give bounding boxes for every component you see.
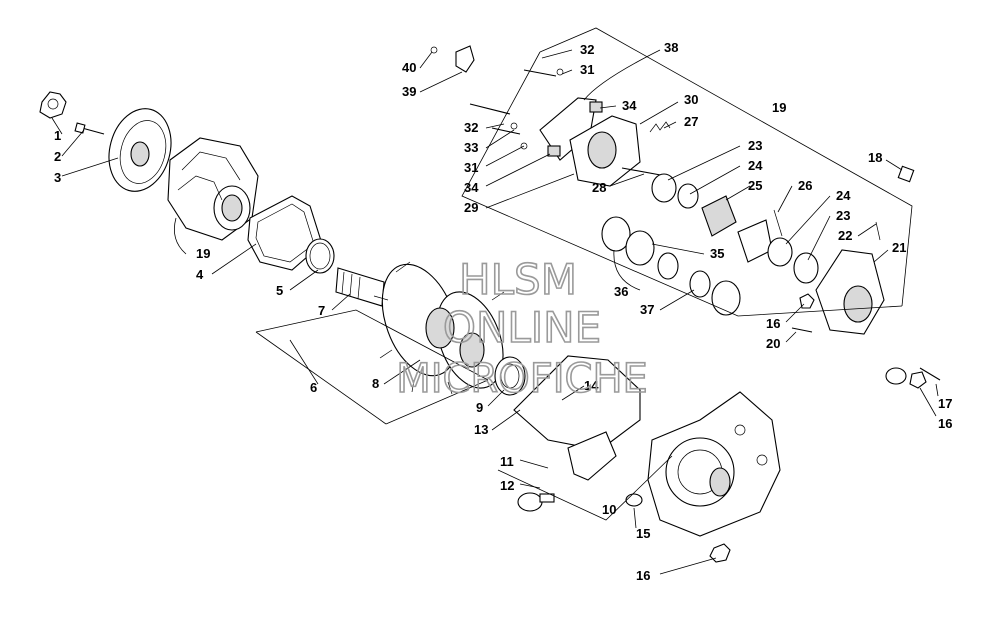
callout-label: 23 bbox=[836, 208, 850, 223]
gear-case-part bbox=[647, 391, 781, 537]
callout-label: 33 bbox=[464, 140, 478, 155]
callout-label: 26 bbox=[798, 178, 812, 193]
callout-label: 3 bbox=[54, 170, 61, 185]
bearing-housing-part bbox=[815, 165, 915, 335]
callout-label: 34 bbox=[464, 180, 479, 195]
clamp-nut-part bbox=[39, 91, 67, 119]
watermark: HLSM ONLINE MICROFICHE bbox=[395, 254, 648, 403]
callout-label: 5 bbox=[276, 283, 283, 298]
sensor-part bbox=[455, 45, 475, 73]
callout-label: 39 bbox=[402, 84, 416, 99]
brake-bearing-part bbox=[651, 173, 699, 209]
leader-lines bbox=[51, 49, 939, 575]
callout-label: 7 bbox=[318, 303, 325, 318]
knob-part bbox=[517, 492, 555, 512]
watermark-line-2: ONLINE bbox=[443, 303, 601, 352]
callout-label: 12 bbox=[500, 478, 514, 493]
callout-label: 25 bbox=[748, 178, 762, 193]
bolt-part bbox=[74, 122, 105, 135]
callout-label: 8 bbox=[372, 376, 379, 391]
callout-label: 15 bbox=[636, 526, 650, 541]
callout-label: 1 bbox=[54, 128, 61, 143]
callout-label: 19 bbox=[196, 246, 210, 261]
callout-label: 16 bbox=[766, 316, 780, 331]
bearings-chain-part bbox=[601, 216, 819, 316]
callout-label: 40 bbox=[402, 60, 416, 75]
sheave-part bbox=[108, 108, 172, 192]
callout-label: 38 bbox=[664, 40, 678, 55]
spring-part bbox=[649, 121, 671, 133]
washer-part bbox=[625, 493, 643, 507]
callout-label: 2 bbox=[54, 149, 61, 164]
bracket-part bbox=[567, 431, 617, 481]
callout-label: 27 bbox=[684, 114, 698, 129]
callout-label: 29 bbox=[464, 200, 478, 215]
watermark-line-3: MICROFICHE bbox=[396, 356, 648, 402]
bearing-part bbox=[494, 356, 526, 396]
callout-label: 14 bbox=[584, 378, 599, 393]
brake-pads-part bbox=[701, 195, 783, 263]
callout-label: 24 bbox=[836, 188, 851, 203]
callout-label: 21 bbox=[892, 240, 906, 255]
clutch-housing-part bbox=[167, 137, 259, 241]
callout-label: 4 bbox=[196, 267, 204, 282]
callout-label: 11 bbox=[500, 454, 514, 469]
callout-label: 24 bbox=[748, 158, 763, 173]
callout-label: 20 bbox=[766, 336, 780, 351]
callout-label: 23 bbox=[748, 138, 762, 153]
callout-label: 28 bbox=[592, 180, 606, 195]
callout-label: 13 bbox=[474, 422, 488, 437]
drive-sprocket-part bbox=[373, 261, 505, 395]
callout-label: 19 bbox=[772, 100, 786, 115]
spacer-part bbox=[547, 101, 603, 157]
callout-label: 9 bbox=[476, 400, 483, 415]
callout-label: 17 bbox=[938, 396, 952, 411]
callout-label: 32 bbox=[580, 42, 594, 57]
callout-label: 10 bbox=[602, 502, 616, 517]
gear-case-gasket-part bbox=[513, 355, 641, 451]
callout-label: 34 bbox=[622, 98, 637, 113]
watermark-line-1: HLSM bbox=[459, 255, 577, 304]
callout-label: 22 bbox=[838, 228, 852, 243]
callout-label: 16 bbox=[636, 568, 650, 583]
callout-label: 36 bbox=[614, 284, 628, 299]
o-ring-part bbox=[305, 238, 335, 274]
nut-part bbox=[709, 543, 731, 563]
callout-label: 16 bbox=[938, 416, 952, 431]
callout-label: 31 bbox=[580, 62, 594, 77]
callout-label: 30 bbox=[684, 92, 698, 107]
callout-labels: 1 2 3 19 4 5 7 6 8 9 13 11 12 10 14 15 1… bbox=[54, 40, 952, 583]
callout-label: 37 bbox=[640, 302, 654, 317]
callout-label: 32 bbox=[464, 120, 478, 135]
callout-label: 35 bbox=[710, 246, 724, 261]
callout-label: 6 bbox=[310, 380, 317, 395]
callout-label: 18 bbox=[868, 150, 882, 165]
callout-label: 31 bbox=[464, 160, 478, 175]
